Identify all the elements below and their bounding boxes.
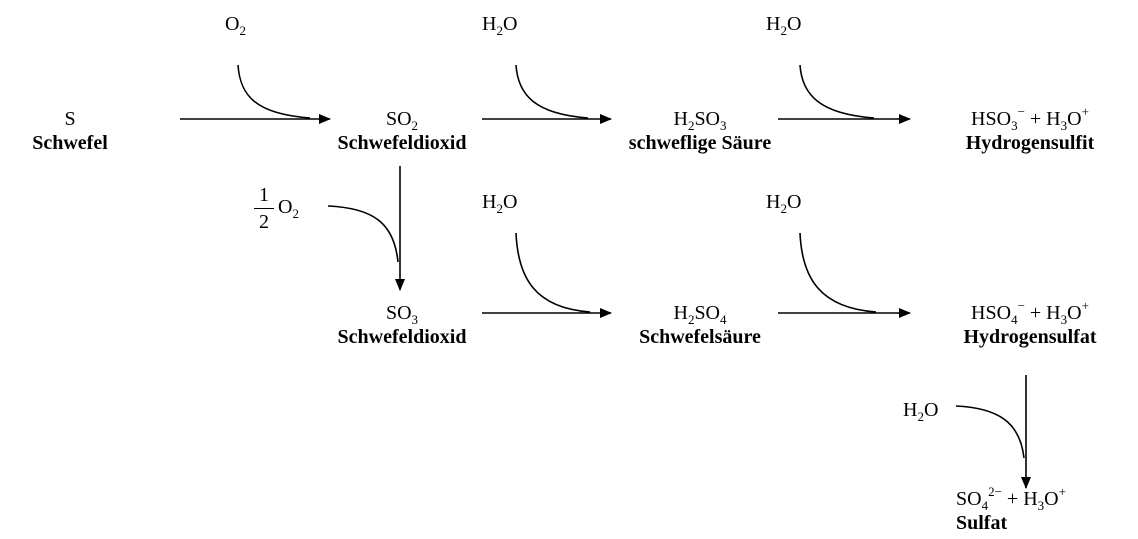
name-schwefeldioxid: Schwefeldioxid [337,132,467,154]
name-hydrogensulfit: Hydrogensulfit [965,132,1095,154]
reagent-water-1: H2O [482,13,518,38]
name-sulfat: Sulfat [956,512,1008,534]
reagent-water-2: H2O [766,13,802,38]
name-hydrogensulfat: Hydrogensulfat [963,326,1097,348]
reagent-water-5: H2O [903,399,939,424]
name-schwefelsaeure: Schwefelsäure [639,326,761,348]
curve-water-3 [515,232,591,313]
curve-water-5 [955,405,1025,459]
name-schwefel: Schwefel [32,132,108,154]
species-hso4: HSO4− + H3O+ Hydrogensulfat [930,298,1130,349]
formula-h2so4: H2SO4 [673,302,727,327]
curve-o2-1 [237,64,311,119]
name-so3: Schwefeldioxid [337,326,467,348]
curve-half-o2 [327,205,399,263]
formula-hso4: HSO4− + H3O+ [971,298,1089,327]
curve-water-4 [799,232,877,313]
species-so4: SO42− + H3O+ Sulfat [956,484,1136,535]
curve-water-1 [515,64,589,119]
species-s: S Schwefel [0,107,140,155]
species-so3: SO3 Schwefeldioxid [302,301,502,349]
formula-so3: SO3 [385,302,419,327]
curve-water-2 [799,64,875,119]
reagent-o2: O2 [225,13,246,38]
formula-h2so3: H2SO3 [673,108,727,133]
reagent-water-3: H2O [482,191,518,216]
formula-hso3: HSO3− + H3O+ [971,104,1089,133]
formula-so2: SO2 [385,108,419,133]
reagent-half-o2: O2 [278,196,299,221]
name-schweflige-saeure: schweflige Säure [628,132,772,154]
formula-so4: SO42− + H3O+ [956,484,1066,513]
species-h2so4: H2SO4 Schwefelsäure [610,301,790,349]
reagent-water-4: H2O [766,191,802,216]
species-h2so3: H2SO3 schweflige Säure [610,107,790,155]
species-hso3: HSO3− + H3O+ Hydrogensulfit [930,104,1130,155]
formula-s: S [64,108,76,130]
species-so2: SO2 Schwefeldioxid [302,107,502,155]
